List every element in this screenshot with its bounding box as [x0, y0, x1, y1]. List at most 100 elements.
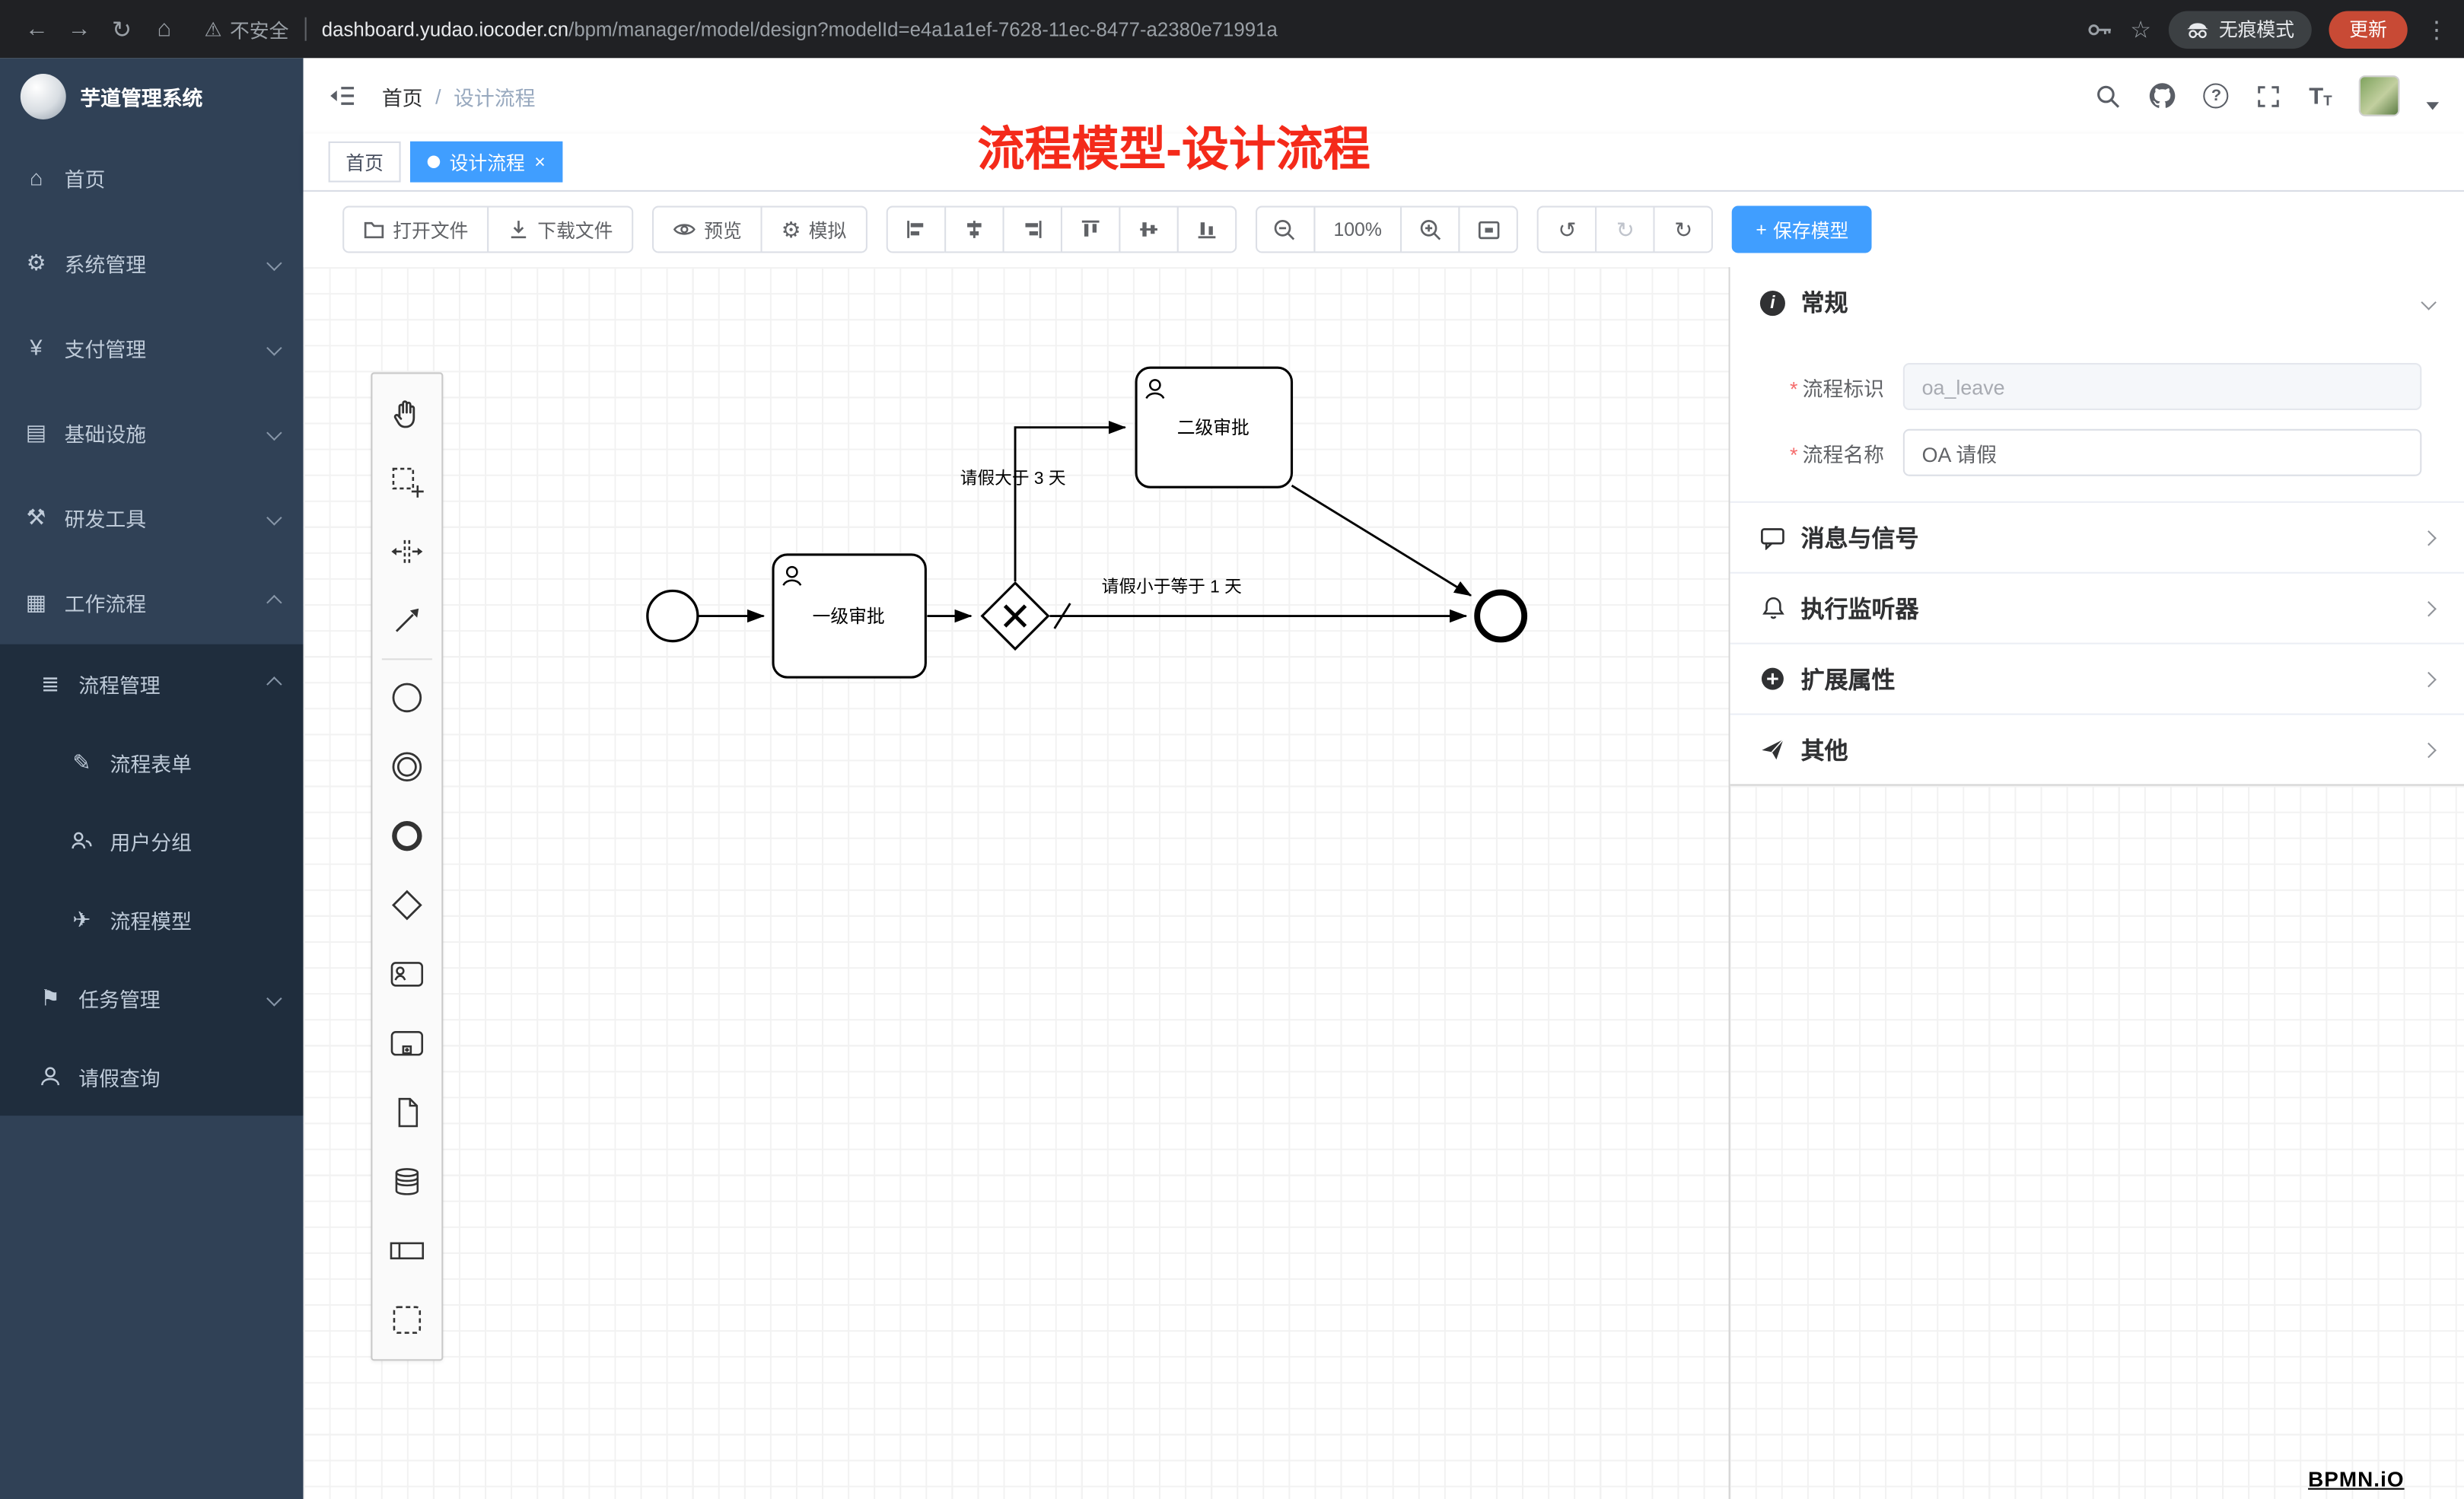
sidebar-item-label: 流程表单 [110, 752, 192, 776]
breadcrumb-home[interactable]: 首页 [381, 85, 423, 110]
chevron-down-icon [266, 509, 282, 525]
zoom-out-button[interactable] [1255, 205, 1315, 253]
properties-panel: i 常规 *流程标识 *流程名称 [1728, 267, 2464, 1499]
general-form: *流程标识 *流程名称 [1730, 337, 2464, 501]
bpmn-diagram[interactable]: 一级审批 二级审批 请假大于 3 天 请假小于等于 1 天 [304, 267, 1729, 1499]
space-tool[interactable] [372, 517, 441, 586]
chevron-down-icon [266, 254, 282, 271]
create-participant[interactable] [372, 1216, 441, 1285]
sidebar-item-process-model[interactable]: ✈ 流程模型 [0, 880, 304, 958]
create-gateway[interactable] [372, 870, 441, 940]
process-key-input[interactable] [1902, 363, 2422, 410]
avatar[interactable] [2358, 75, 2400, 116]
section-message-signal[interactable]: 消息与信号 [1730, 501, 2464, 572]
task-first-approval[interactable] [772, 553, 927, 679]
flow-task2-to-end[interactable] [1291, 484, 1472, 597]
task-second-approval[interactable] [1135, 366, 1294, 489]
create-call-activity[interactable] [372, 1009, 441, 1078]
sidebar-item-user-group[interactable]: 用户分组 [0, 801, 304, 880]
sidebar-item-workflow[interactable]: ▦ 工作流程 [0, 559, 304, 644]
redo-button[interactable]: ↻ [1595, 205, 1656, 253]
required-mark: * [1789, 442, 1798, 466]
fullscreen-icon[interactable] [2255, 82, 2282, 109]
section-execution-listener[interactable]: 执行监听器 [1730, 571, 2464, 643]
app-title: 芋道管理系统 [80, 86, 203, 110]
hand-tool[interactable] [372, 379, 441, 448]
url-path: /bpm/manager/model/design?modelId=e4a1a1… [568, 18, 1278, 40]
sidebar-collapse-icon[interactable] [329, 81, 357, 110]
create-data-object[interactable] [372, 1078, 441, 1147]
simulate-button[interactable]: ⚙ 模拟 [760, 205, 867, 253]
restart-button[interactable]: ↻ [1654, 205, 1714, 253]
zoom-value: 100% [1333, 218, 1382, 240]
create-group[interactable] [372, 1285, 441, 1354]
tab-label: 首页 [345, 151, 384, 174]
section-extension-attributes[interactable]: 扩展属性 [1730, 642, 2464, 714]
browser-home-icon[interactable]: ⌂ [157, 15, 172, 43]
create-data-store[interactable] [372, 1147, 441, 1217]
browser-menu-icon[interactable]: ⋮ [2424, 16, 2449, 43]
sidebar-item-devtools[interactable]: ⚒ 研发工具 [0, 475, 304, 560]
sidebar-item-infra[interactable]: ▤ 基础设施 [0, 390, 304, 475]
workflow-submenu: ≣ 流程管理 ✎ 流程表单 用户分组 ✈ 流程模型 [0, 644, 304, 1116]
create-end-event[interactable] [372, 801, 441, 870]
refresh-icon: ↻ [1674, 216, 1693, 243]
align-top-button[interactable] [1060, 205, 1120, 253]
sidebar-item-process-mgmt[interactable]: ≣ 流程管理 [0, 644, 304, 723]
sidebar-item-label: 系统管理 [64, 252, 147, 276]
undo-button[interactable]: ↺ [1537, 205, 1597, 253]
align-middle-button[interactable] [1118, 205, 1179, 253]
key-icon[interactable] [2084, 15, 2112, 43]
lasso-tool[interactable] [372, 448, 441, 517]
plus-icon: + [1756, 218, 1767, 240]
info-icon: i [1759, 290, 1785, 316]
chevron-up-icon [266, 594, 282, 610]
help-icon[interactable]: ? [2203, 83, 2229, 109]
github-icon[interactable] [2149, 81, 2177, 110]
address-bar[interactable]: ⚠ 不安全 dashboard.yudao.iocoder.cn/bpm/man… [204, 14, 2065, 44]
create-intermediate-event[interactable] [372, 732, 441, 801]
align-center-button[interactable] [944, 205, 1004, 253]
align-bottom-button[interactable] [1176, 205, 1237, 253]
preview-button[interactable]: 预览 [652, 205, 762, 253]
sidebar-item-home[interactable]: ⌂ 首页 [0, 135, 304, 221]
redo-icon: ↻ [1616, 216, 1635, 243]
update-button[interactable]: 更新 [2329, 10, 2408, 48]
save-model-button[interactable]: + 保存模型 [1732, 205, 1873, 253]
align-left-button[interactable] [885, 205, 946, 253]
section-other[interactable]: 其他 [1730, 713, 2464, 785]
tab-home[interactable]: 首页 [328, 141, 401, 183]
zoom-in-button[interactable] [1400, 205, 1461, 253]
zoom-reset-button[interactable] [1459, 205, 1519, 253]
global-connect-tool[interactable] [372, 586, 441, 655]
process-name-input[interactable] [1902, 428, 2422, 476]
search-icon[interactable] [2095, 82, 2122, 109]
app-logo-row[interactable]: 芋道管理系统 [0, 58, 304, 135]
chevron-down-icon [266, 990, 282, 1006]
create-user-task[interactable] [372, 940, 441, 1009]
sidebar-item-leave-query[interactable]: 请假查询 [0, 1037, 304, 1115]
section-general[interactable]: i 常规 [1730, 267, 2464, 338]
align-right-button[interactable] [1001, 205, 1062, 253]
create-start-event[interactable] [372, 663, 441, 732]
bookmark-star-icon[interactable]: ☆ [2130, 16, 2152, 43]
browser-reload-icon[interactable]: ↻ [112, 16, 132, 43]
sidebar-item-task-mgmt[interactable]: ⚑ 任务管理 [0, 959, 304, 1037]
sidebar-item-payment[interactable]: ¥ 支付管理 [0, 305, 304, 390]
start-event[interactable] [646, 589, 699, 643]
open-file-button[interactable]: 打开文件 [342, 205, 489, 253]
sidebar-item-process-form[interactable]: ✎ 流程表单 [0, 723, 304, 801]
avatar-caret-icon[interactable] [2426, 101, 2440, 110]
security-chip[interactable]: ⚠ 不安全 [204, 14, 288, 44]
browser-forward-icon[interactable]: → [67, 15, 91, 43]
end-event[interactable] [1474, 589, 1528, 643]
url-text: dashboard.yudao.iocoder.cn/bpm/manager/m… [322, 18, 1278, 40]
bpmn-io-watermark[interactable]: BPMN.iO [2308, 1467, 2405, 1491]
flow-gateway-to-task2[interactable] [1014, 421, 1127, 582]
sidebar-item-system[interactable]: ⚙ 系统管理 [0, 220, 304, 305]
download-file-button[interactable]: 下载文件 [487, 205, 634, 253]
tab-close-icon[interactable]: × [534, 151, 546, 173]
tab-design-process[interactable]: 设计流程 × [410, 141, 563, 183]
browser-back-icon[interactable]: ← [25, 15, 49, 43]
